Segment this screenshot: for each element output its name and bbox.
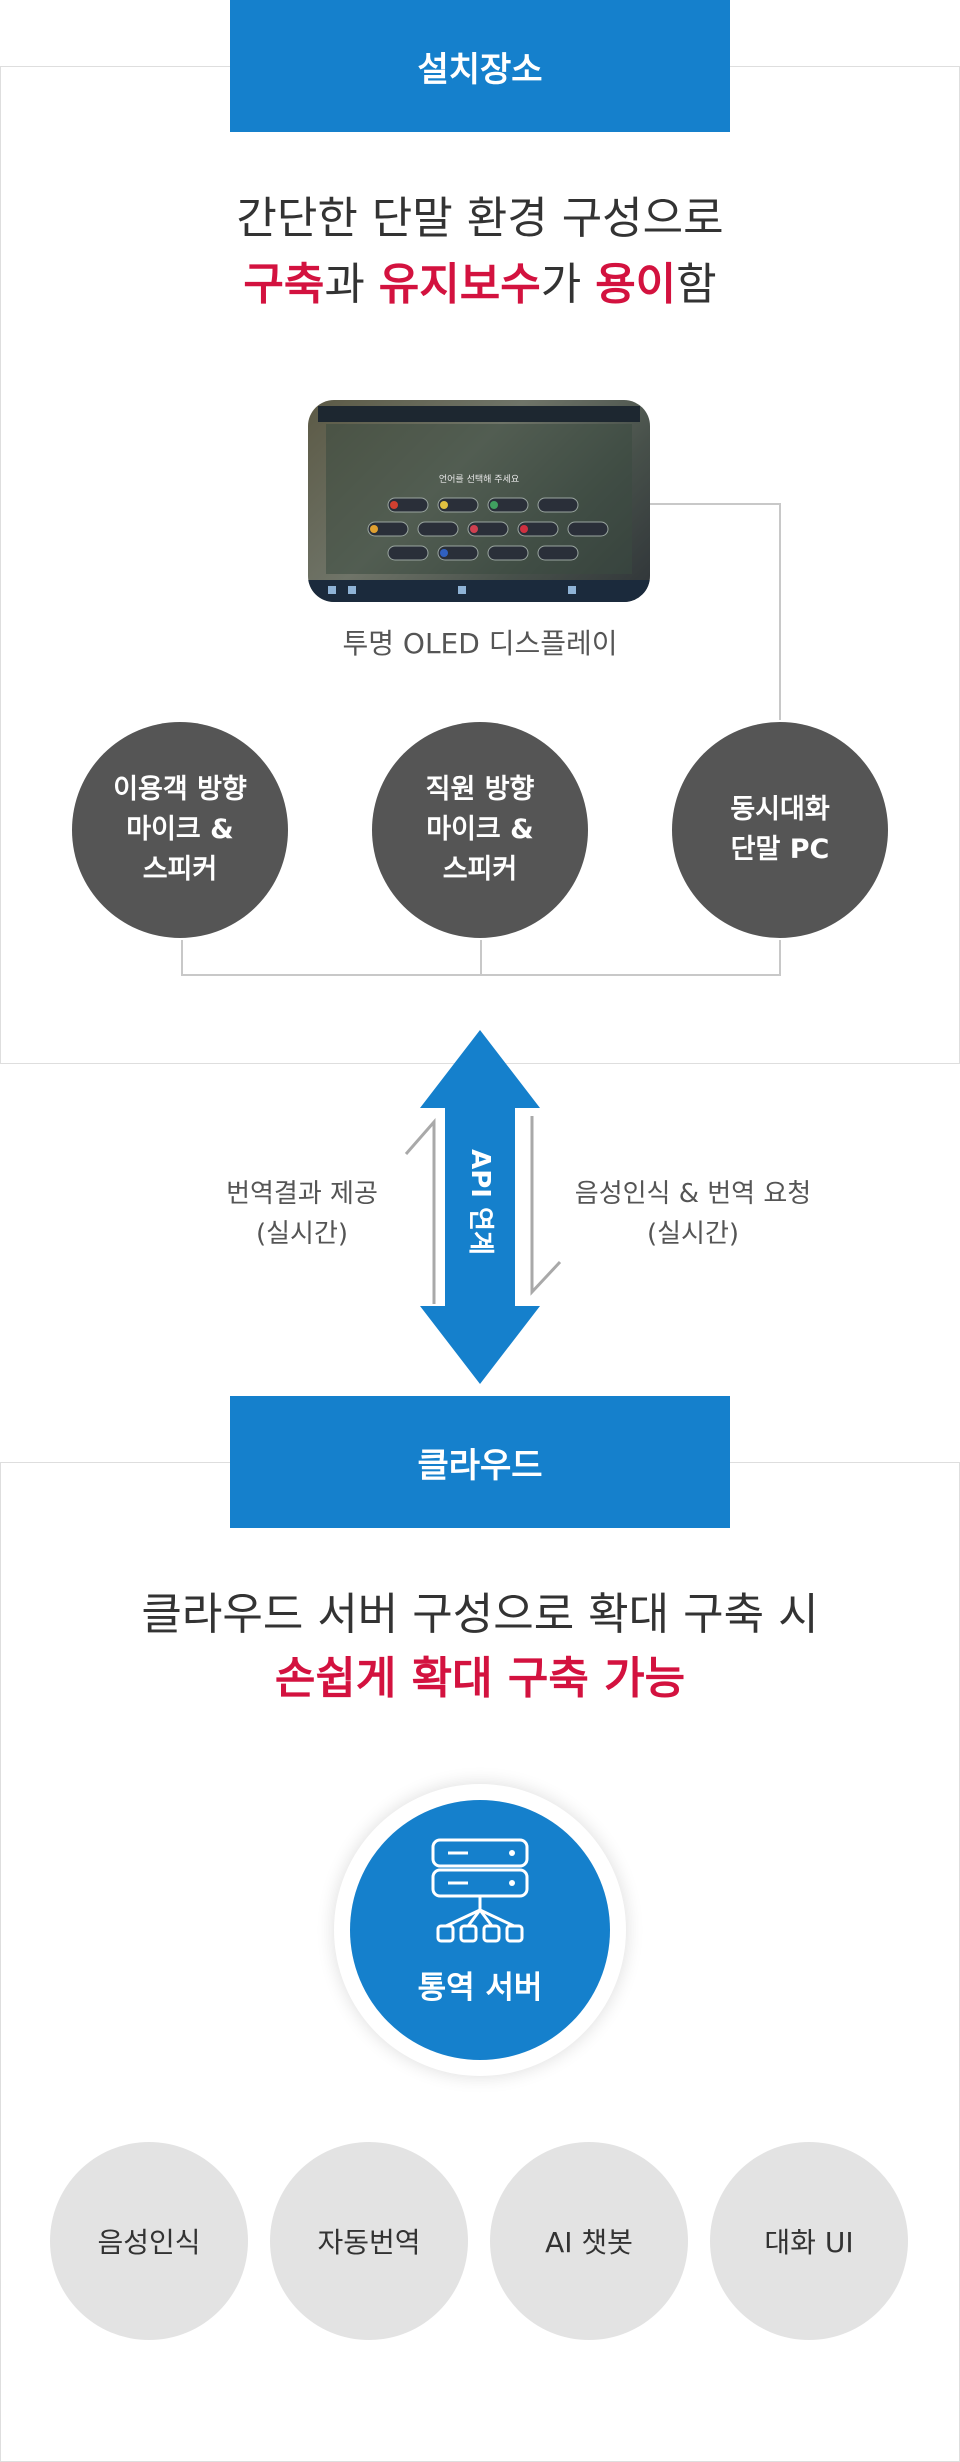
install-headline-line2: 구축과 유지보수가 용이함 bbox=[243, 259, 717, 310]
oled-display-label: 투명 OLED 디스플레이 bbox=[342, 627, 618, 660]
oled-display: 언어를 선택해 주세요 bbox=[308, 400, 650, 602]
highlight-maintenance: 유지보수 bbox=[378, 259, 541, 310]
api-arrow bbox=[420, 1030, 540, 1384]
feature-speech-recognition: 음성인식 bbox=[50, 2142, 248, 2340]
staff-mic-speaker: 직원 방향 마이크 & 스피커 bbox=[372, 722, 588, 938]
install-headline-line1: 간단한 단말 환경 구성으로 bbox=[236, 193, 724, 244]
install-tab: 설치장소 bbox=[230, 0, 730, 132]
interpretation-server: 통역 서버 bbox=[350, 1800, 610, 2060]
connector-lines bbox=[181, 503, 781, 976]
recognition-request-label: 음성인식 & 번역 요청 (실시간) bbox=[574, 1179, 812, 1249]
api-label: API 연계 bbox=[465, 1149, 495, 1255]
right-flow-arrow-icon bbox=[530, 1116, 562, 1296]
oled-display-screen bbox=[308, 406, 650, 602]
translation-result-label: 번역결과 제공 (실시간) bbox=[226, 1179, 378, 1249]
feature-conversation-ui: 대화 UI bbox=[710, 2142, 908, 2340]
server-label: 통역 서버 bbox=[417, 1970, 543, 2006]
highlight-build: 구축 bbox=[243, 259, 325, 310]
conversation-terminal-pc: 동시대화 단말 PC bbox=[672, 722, 888, 938]
cloud-headline-line1: 클라우드 서버 구성으로 확대 구축 시 bbox=[141, 1589, 819, 1640]
left-flow-arrow-icon bbox=[404, 1118, 436, 1304]
feature-auto-translation: 자동번역 bbox=[270, 2142, 468, 2340]
oled-screen-title: 언어를 선택해 주세요 bbox=[438, 475, 520, 485]
feature-ai-chatbot: AI 챗봇 bbox=[490, 2142, 688, 2340]
cloud-tab: 클라우드 bbox=[230, 1396, 730, 1528]
cloud-headline-line2: 손쉽게 확대 구축 가능 bbox=[274, 1653, 686, 1704]
server-icon bbox=[431, 1838, 529, 1943]
highlight-easy: 용이 bbox=[595, 259, 677, 310]
customer-mic-speaker: 이용객 방향 마이크 & 스피커 bbox=[72, 722, 288, 938]
